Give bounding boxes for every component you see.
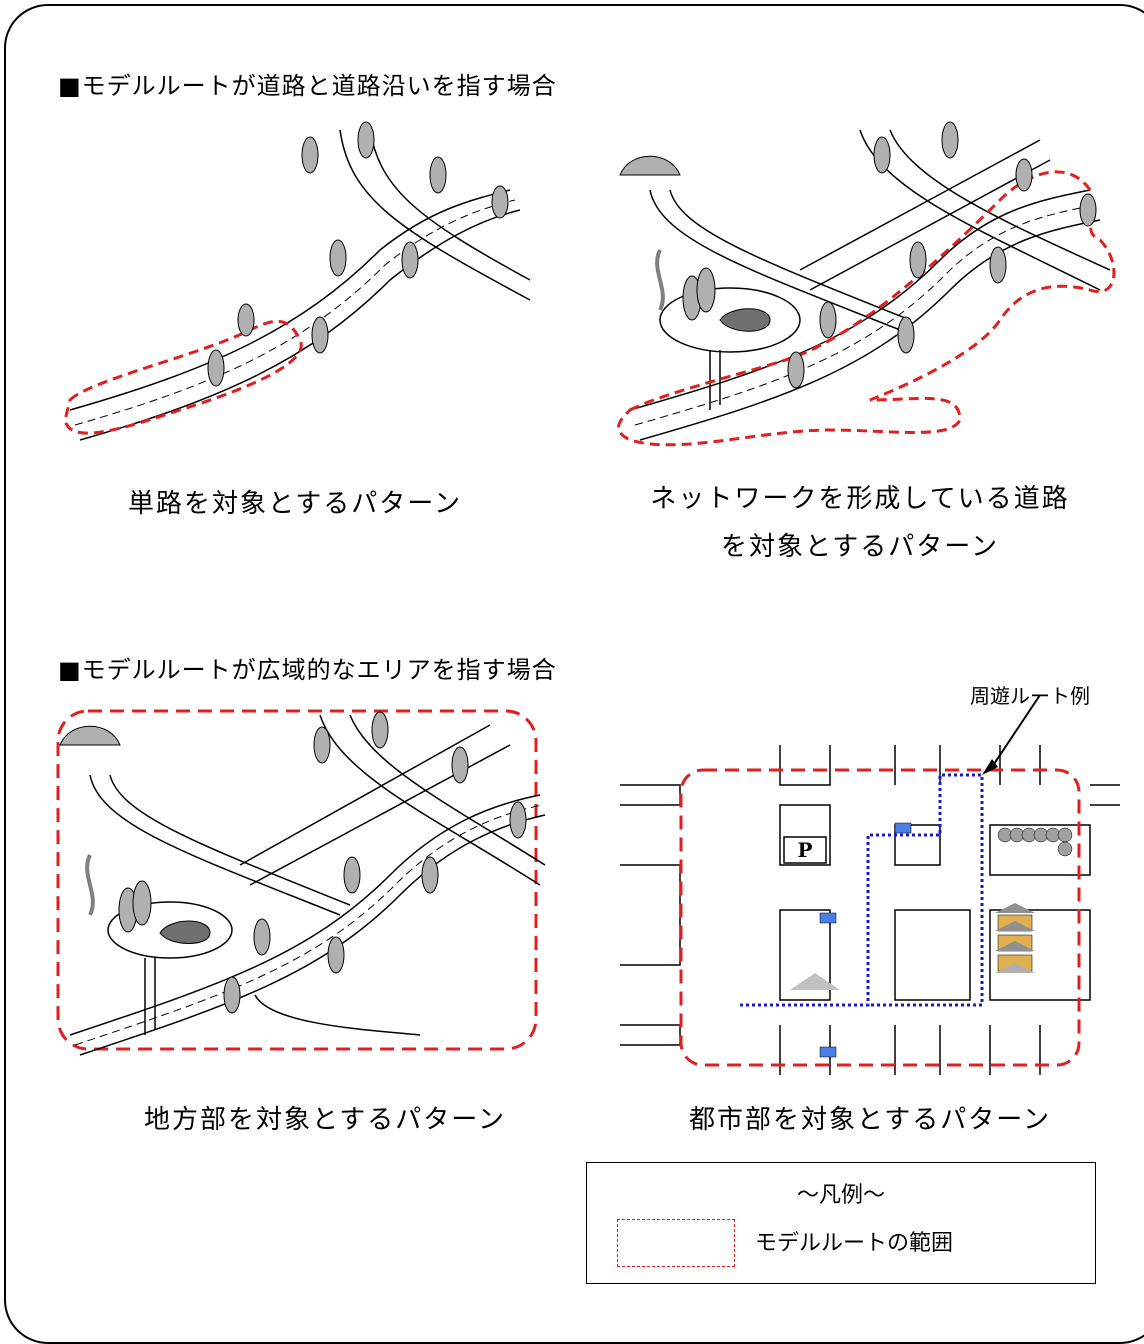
parking-label: P [797,838,812,862]
rural-caption: 地方部を対象とするパターン [144,1105,506,1135]
network-caption-line1: ネットワークを形成している道路 [650,484,1070,514]
single-road-diagram [63,121,531,441]
network-caption-line2: を対象とするパターン [721,532,999,562]
area-section-heading: ■モデルルートが広域的なエリアを指す場合 [58,656,557,684]
rural-area-diagram [56,709,546,1056]
model-route-label: モデルルートの範囲 [755,1231,954,1256]
urban-caption: 都市部を対象とするパターン [689,1105,1051,1135]
road-section-heading: ■モデルルートが道路と道路沿いを指す場合 [58,72,557,100]
urban-area-diagram: P [620,694,1120,1075]
legend-title: 〜凡例〜 [796,1183,885,1208]
network-road-diagram [617,121,1116,447]
legend-box: 〜凡例〜 モデルルートの範囲 [586,1162,1096,1284]
single-road-caption: 単路を対象とするパターン [128,489,462,519]
model-route-swatch [617,1219,735,1267]
route-example-label: 周遊ルート例 [970,684,1090,708]
